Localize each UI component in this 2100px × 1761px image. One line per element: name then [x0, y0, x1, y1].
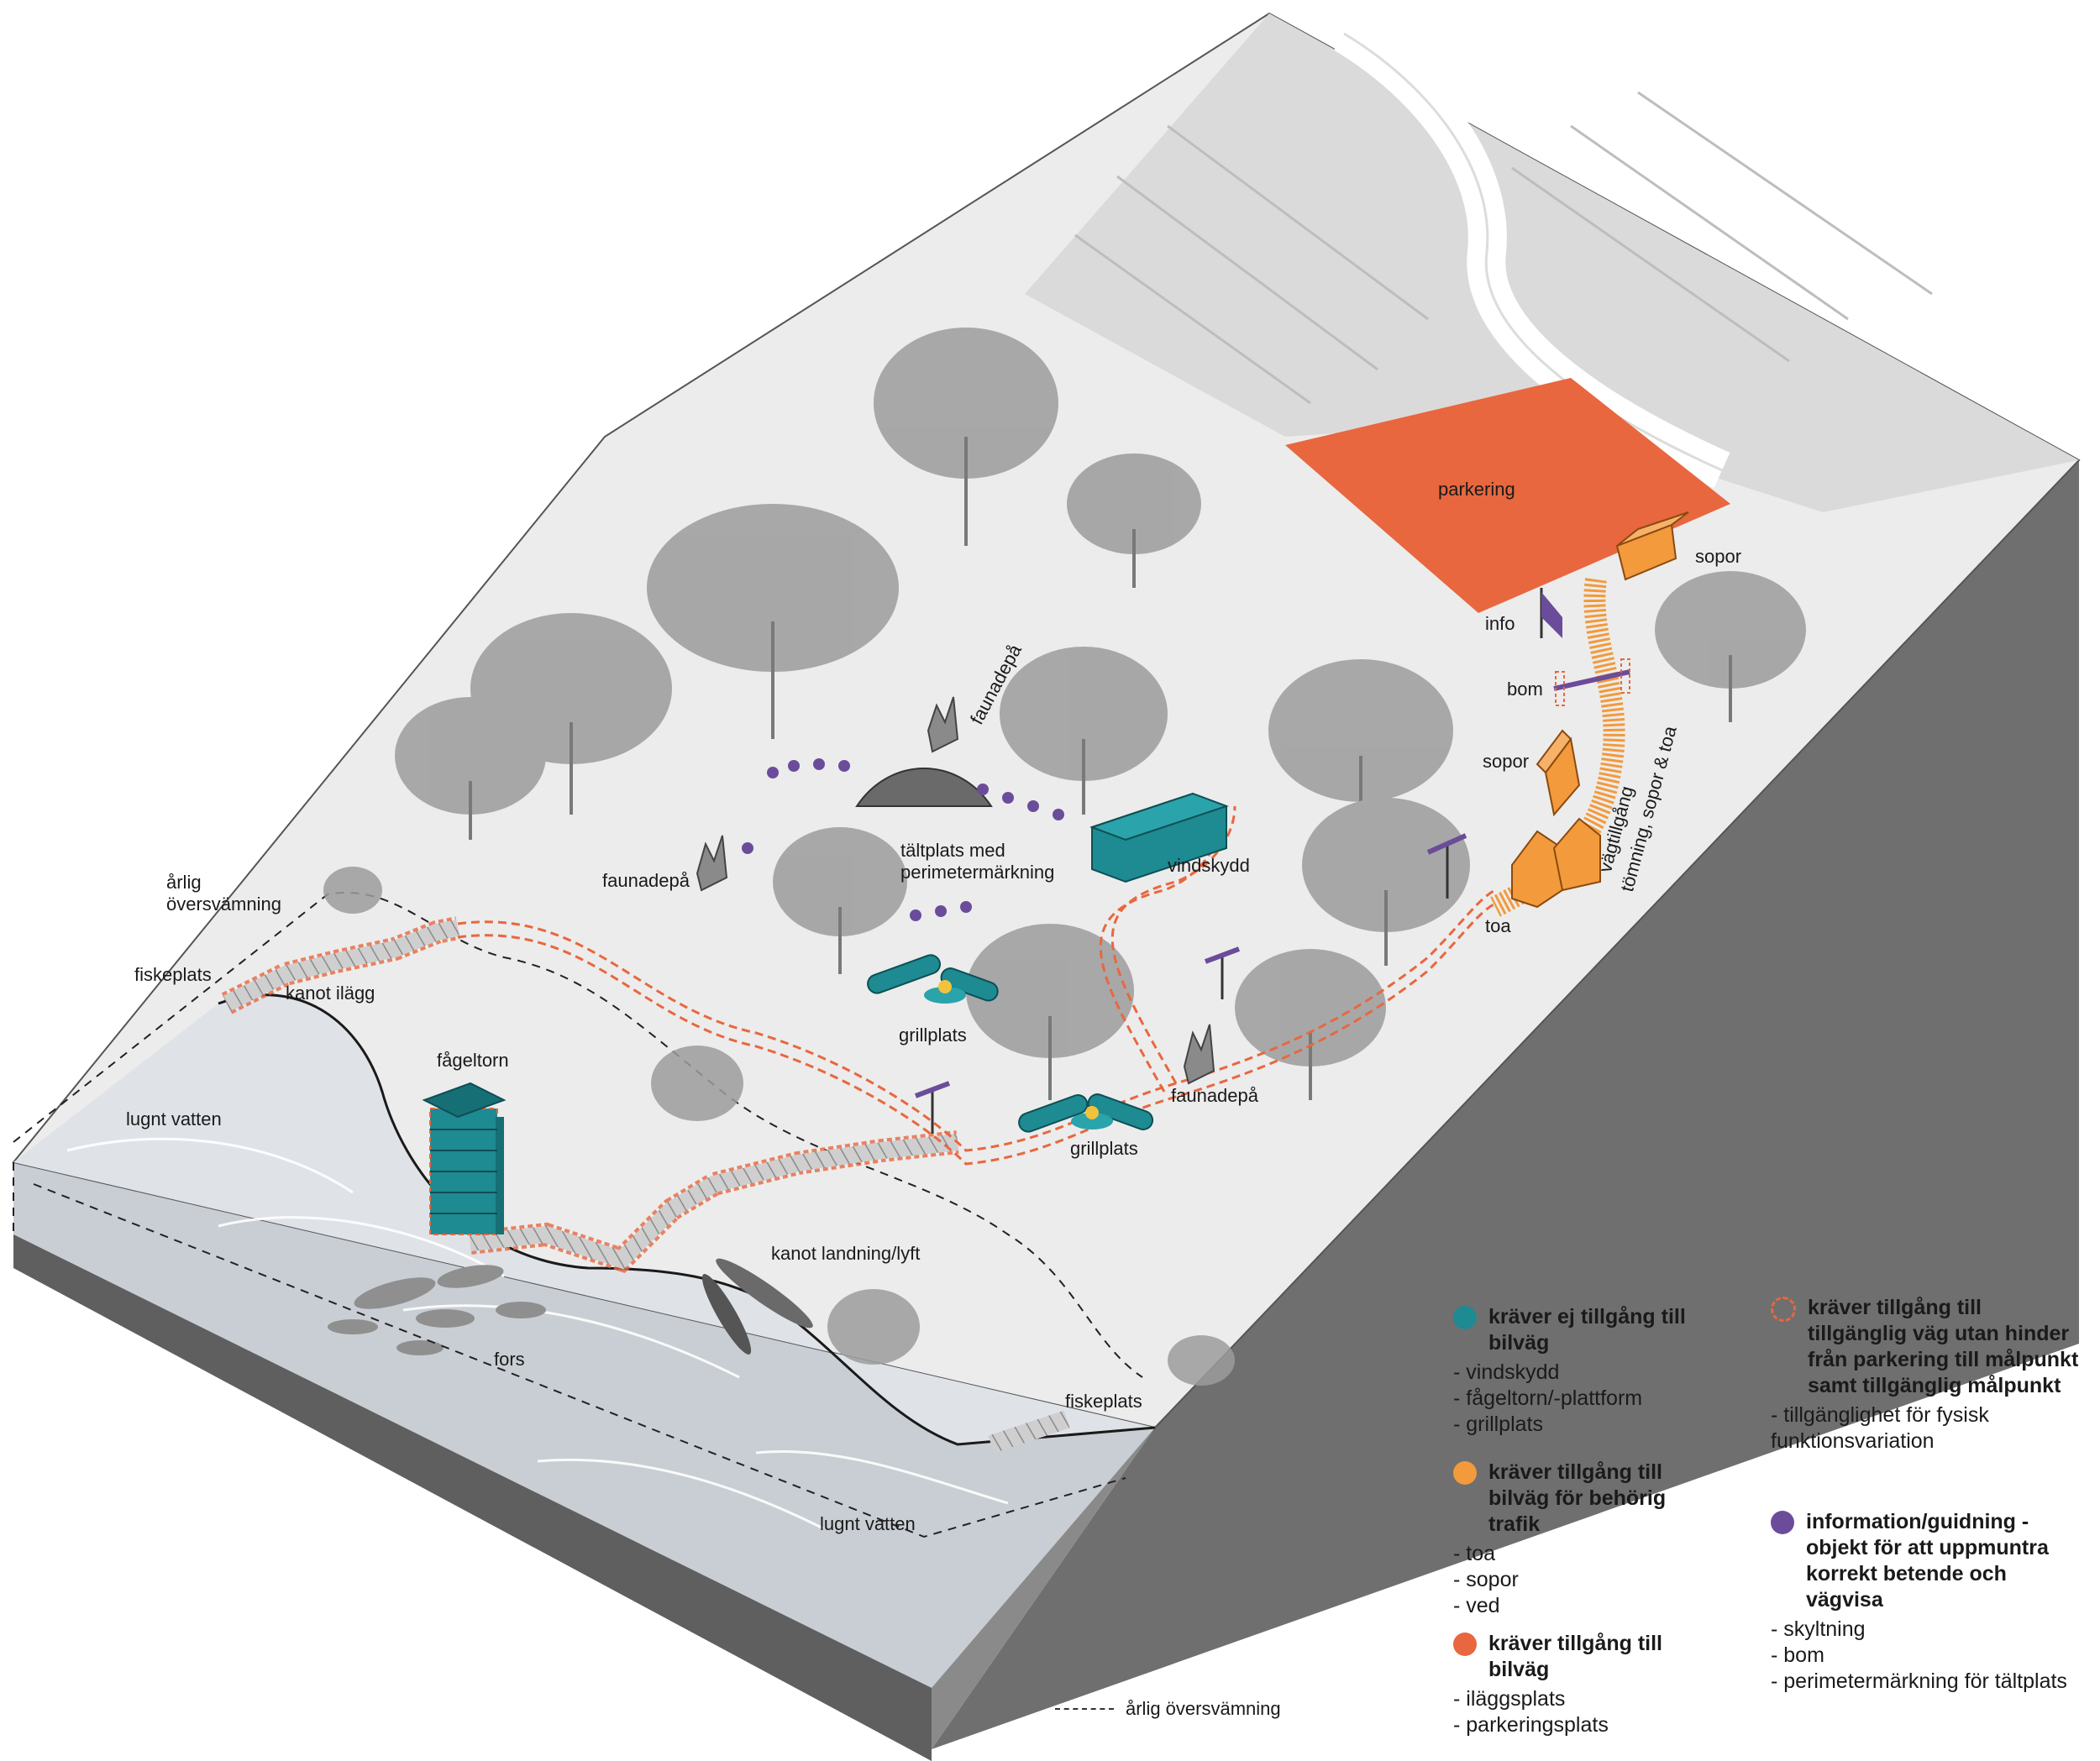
legend-dashed-items: tillgänglighet för fysisk funktionsvaria…: [1771, 1402, 2023, 1454]
legend-red-items: iläggsplats parkeringsplats: [1453, 1686, 1715, 1738]
orange-dot-icon: [1453, 1461, 1477, 1485]
legend-item: grillplats: [1453, 1412, 1740, 1438]
label-arlig-2: översvämning: [166, 894, 281, 915]
dashed-ring-icon: [1771, 1297, 1796, 1322]
tree: [651, 1046, 743, 1121]
label-vindskydd: vindskydd: [1168, 855, 1250, 877]
legend-item: perimetermärkning för tältplats: [1771, 1669, 2083, 1695]
legend-purple-title: information/guidning - objekt för att up…: [1806, 1509, 2083, 1613]
tree: [1168, 1335, 1235, 1386]
label-faunadepa-left: faunadepå: [602, 870, 690, 892]
legend-teal-title: kräver ej tillgång till bilväg: [1488, 1304, 1740, 1356]
tree: [323, 867, 382, 914]
label-fors: fors: [494, 1349, 525, 1371]
terrain-block: [13, 13, 2079, 1761]
label-fageltorn: fågeltorn: [437, 1050, 509, 1072]
legend-item: sopor: [1453, 1567, 1715, 1593]
label-sopor-mid: sopor: [1483, 751, 1529, 773]
label-parkering: parkering: [1438, 479, 1515, 501]
legend-item: vindskydd: [1453, 1360, 1740, 1386]
legend-red: kräver tillgång till bilväg iläggsplats …: [1453, 1631, 1715, 1738]
legend-item: parkeringsplats: [1453, 1712, 1715, 1738]
tree: [827, 1289, 920, 1365]
legend-item: bom: [1771, 1643, 2083, 1669]
legend-purple-items: skyltning bom perimetermärkning för tält…: [1771, 1617, 2083, 1695]
label-sopor-top: sopor: [1695, 546, 1741, 568]
label-grillplats-2: grillplats: [1070, 1138, 1138, 1160]
flood-key: årlig översvämning: [1055, 1698, 1281, 1720]
teal-dot-icon: [1453, 1306, 1477, 1329]
legend-teal-items: vindskydd fågeltorn/-plattform grillplat…: [1453, 1360, 1740, 1438]
legend-item: fågeltorn/-plattform: [1453, 1386, 1740, 1412]
legend-orange-items: toa sopor ved: [1453, 1541, 1715, 1619]
legend-red-title: kräver tillgång till bilväg: [1488, 1631, 1715, 1683]
legend-orange-title: kräver tillgång till bilväg för behörig …: [1488, 1460, 1715, 1538]
legend-purple: information/guidning - objekt för att up…: [1771, 1509, 2083, 1695]
legend-item: toa: [1453, 1541, 1715, 1567]
legend-orange: kräver tillgång till bilväg för behörig …: [1453, 1460, 1715, 1619]
label-lugnt-vatten-bottom: lugnt vatten: [820, 1513, 916, 1535]
label-kanot-landning: kanot landning/lyft: [771, 1243, 920, 1265]
label-kanot-ilagg: kanot ilägg: [286, 983, 375, 1004]
purple-dot-icon: [1771, 1511, 1794, 1534]
label-faunadepa-mid: faunadepå: [1171, 1085, 1258, 1107]
legend-item: ved: [1453, 1593, 1715, 1619]
label-toa: toa: [1485, 915, 1511, 937]
label-grillplats-1: grillplats: [899, 1025, 967, 1046]
label-taltplats-2: perimetermärkning: [900, 862, 1054, 883]
label-taltplats-1: tältplats med: [900, 840, 1005, 862]
legend-item: iläggsplats: [1453, 1686, 1715, 1712]
label-info: info: [1485, 613, 1515, 635]
label-lugnt-vatten-top: lugnt vatten: [126, 1108, 222, 1130]
flood-key-dash: [1055, 1708, 1114, 1710]
label-fiskeplats-bottom: fiskeplats: [1065, 1391, 1142, 1412]
legend-item: tillgänglighet för fysisk funktionsvaria…: [1771, 1402, 2023, 1454]
label-bom: bom: [1507, 679, 1543, 700]
legend-dashed-title: kräver tillgång till tillgänglig väg uta…: [1808, 1295, 2085, 1399]
label-fiskeplats-top: fiskeplats: [134, 964, 212, 986]
legend-item: skyltning: [1771, 1617, 2083, 1643]
flood-key-label: årlig översvämning: [1126, 1698, 1281, 1720]
legend-teal: kräver ej tillgång till bilväg vindskydd…: [1453, 1304, 1740, 1438]
red-dot-icon: [1453, 1633, 1477, 1656]
label-arlig-1: årlig: [166, 872, 202, 894]
legend-dashed: kräver tillgång till tillgänglig väg uta…: [1771, 1295, 2085, 1454]
